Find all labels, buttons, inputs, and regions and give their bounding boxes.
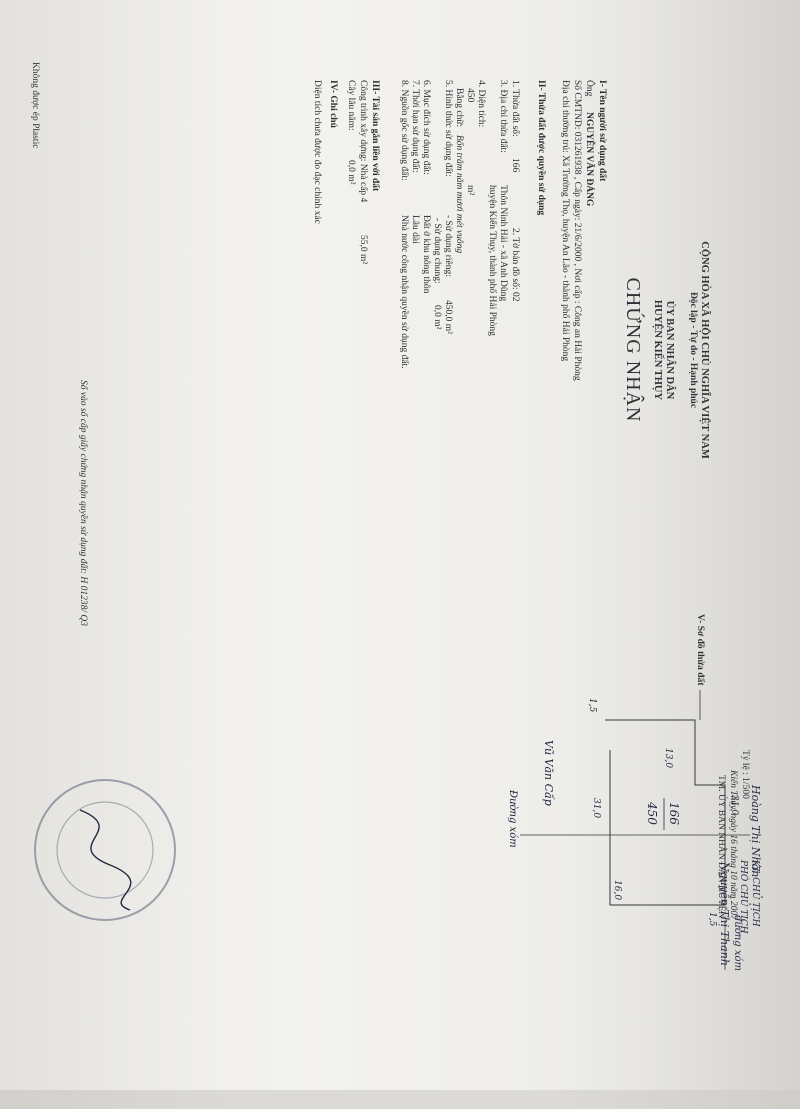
purpose-value: Đất ở khu nông thôn xyxy=(421,215,431,294)
section4-heading: IV- Ghi chú xyxy=(328,80,338,128)
no-laminate-note: Không được ép Plastic xyxy=(30,62,40,149)
parcel-area-label: 450 xyxy=(645,801,659,825)
map-sheet: 2. Tờ bản đồ số: 02 xyxy=(510,228,520,302)
area-value: 450 xyxy=(465,88,475,103)
building-label: Công trình xây dựng: Nhà cấp 4 xyxy=(358,80,368,203)
parcel-outline xyxy=(605,719,726,906)
road-top: đường xóm xyxy=(732,915,743,971)
issuer-line2: HUYỆN KIẾN THỤY xyxy=(652,299,663,401)
neighbor-right: Hoàng Thị Nhàn xyxy=(749,784,762,877)
note: Diện tích chưa được đo đạc chính xác xyxy=(312,80,322,224)
dim-right: 31,0 xyxy=(591,798,601,818)
origin-label: 8. Nguồn gốc sử dụng đất: xyxy=(399,80,409,181)
building-value: 55,0 m² xyxy=(358,235,368,265)
parcel-number-label: 166 xyxy=(667,802,681,825)
signer-position-2: PHÓ CHỦ TỊCH xyxy=(738,860,748,934)
section3-heading: III- Tài sản gắn liền với đất xyxy=(370,80,380,192)
term-value: Lâu dài xyxy=(410,215,420,244)
seal-inner-ring xyxy=(56,801,154,899)
address-line: Địa chỉ thường trú: Xã Trường Thọ, huyện… xyxy=(560,80,570,362)
parcel-address: Thôn Ninh Hải - xã Anh Dũng xyxy=(498,185,508,302)
scale: Tỷ lệ : 1/500 xyxy=(740,750,750,799)
private-use-label: - Sử dụng riêng: xyxy=(443,215,453,277)
id-line: Số CMTND: 031261938 , Cấp ngày: 21/6/200… xyxy=(572,80,582,381)
issuer-line1: ỦY BAN NHÂN DÂN xyxy=(664,300,675,400)
neighbor-bottom: Vũ Văn Cấp xyxy=(542,740,555,806)
nation-header: CỘNG HÒA XÃ HỘI CHỦ NGHĨA VIỆT NAM xyxy=(699,241,710,459)
area-words-label: Bằng chữ: xyxy=(454,88,464,128)
area-words: Bốn trăm năm mươi mét vuông xyxy=(454,135,464,254)
seal-ring xyxy=(34,779,176,921)
area-label: 4. Diện tích: xyxy=(476,80,486,128)
registry-line: Số vào sổ cấp giấy chứng nhận quyền sử d… xyxy=(78,380,88,626)
parcel-address-label: 3. Địa chỉ thửa đất: xyxy=(498,80,508,153)
parcel-address-2: huyện Kiến Thụy, thành phố Hải Phòng xyxy=(487,185,497,336)
origin-value: Nhà nước công nhận quyền sử dụng đất. xyxy=(399,215,409,369)
common-use-label: - Sử dụng chung: xyxy=(432,218,442,284)
term-label: 7. Thời hạn sử dụng đất: xyxy=(410,80,420,173)
dim-offset-2: 1,5 xyxy=(587,698,597,713)
official-seal xyxy=(34,779,176,921)
purpose-label: 6. Mục đích sử dụng đất: xyxy=(421,80,431,175)
section5-heading: V- Sơ đồ thửa đất xyxy=(695,614,705,686)
owner-name: NGUYỄN VĂN ĐẢNG xyxy=(584,112,594,207)
dim-bottom: 16,0 xyxy=(612,880,622,900)
signer-name: Nguyễn Thị Thanh xyxy=(718,862,731,966)
trees-value: 0,0 m² xyxy=(346,160,356,185)
section1-heading: I- Tên người sử dụng đất xyxy=(597,80,607,182)
parcel-number: 166 xyxy=(510,158,520,173)
trees-label: Cây lâu năm: xyxy=(346,80,356,131)
parcel-number-label: 1. Thửa đất số: xyxy=(510,80,520,137)
private-use-value: 450,0 m² xyxy=(443,300,453,334)
signer-position: KT. CHỦ TỊCH xyxy=(750,860,760,927)
area-unit: m² xyxy=(465,185,475,196)
document-title: CHỨNG NHẬN xyxy=(622,277,644,423)
dim-left: 13,0 xyxy=(663,748,673,768)
page-edge xyxy=(0,1090,800,1109)
dim-offset: 1,5 xyxy=(707,912,717,927)
road-left: Đường xóm xyxy=(507,789,518,848)
motto: Độc lập - Tự do - Hạnh phúc xyxy=(688,291,698,409)
signature-scribble xyxy=(79,809,132,911)
section2-heading: II- Thửa đất được quyền sử dụng xyxy=(536,80,546,216)
owner-label: Ông xyxy=(584,80,594,97)
dim-top: 31,0 xyxy=(729,795,739,815)
parcel-sketch: 13,0 31,0 31,0 16,0 1,5 1,5 166 450 Đườn… xyxy=(507,690,762,971)
common-use-value: 0,0 m² xyxy=(432,305,442,330)
usage-form-label: 5. Hình thức sử dụng đất: xyxy=(443,80,453,177)
